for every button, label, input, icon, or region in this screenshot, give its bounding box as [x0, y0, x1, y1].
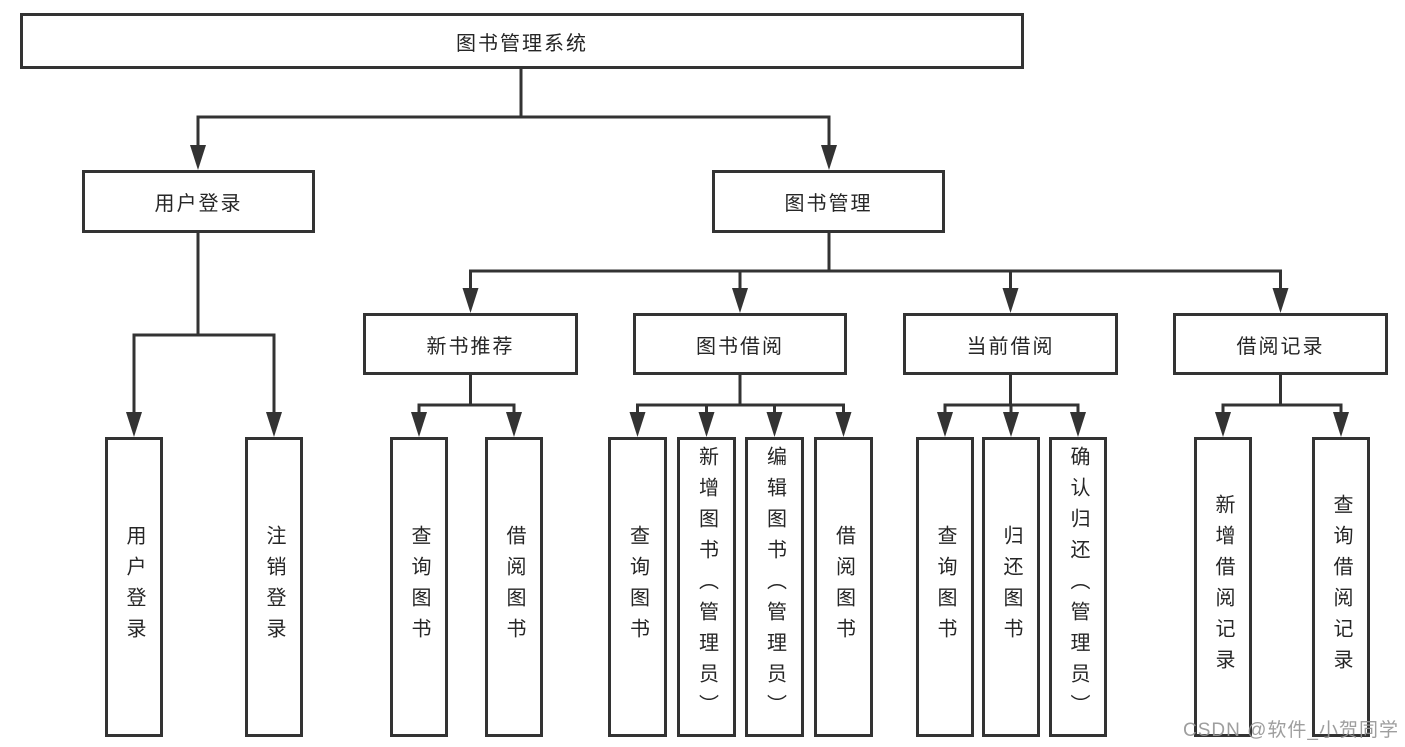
- node-label: 借阅记录: [1236, 335, 1325, 358]
- leaf-label: 新增图书（管理员）: [695, 446, 718, 725]
- leaf-label: 查询图书: [408, 525, 430, 649]
- node-label: 当前借阅: [966, 335, 1055, 358]
- node-library-management-system: 图书管理系统: [20, 13, 1024, 69]
- leaf-label: 注销登录: [263, 525, 285, 649]
- leaf-recommend-query-book: 查询图书: [390, 437, 448, 737]
- leaf-return-book: 归还图书: [982, 437, 1040, 737]
- leaf-label: 查询图书: [626, 525, 649, 649]
- node-label: 图书管理: [784, 193, 873, 215]
- leaf-label: 用户登录: [123, 525, 145, 649]
- leaf-edit-book-admin: 编辑图书（管理员）: [745, 437, 804, 737]
- leaf-logout: 注销登录: [245, 437, 303, 737]
- node-book-borrowing: 图书借阅: [633, 313, 847, 375]
- node-borrowing-records: 借阅记录: [1173, 313, 1388, 375]
- leaf-label: 查询借阅记录: [1330, 494, 1352, 680]
- leaf-current-query-book: 查询图书: [916, 437, 974, 737]
- leaf-query-borrow-record: 查询借阅记录: [1312, 437, 1370, 737]
- csdn-watermark: CSDN @软件_小贺同学: [1183, 720, 1399, 741]
- node-label: 新书推荐: [426, 335, 515, 358]
- node-new-book-recommend: 新书推荐: [363, 313, 578, 375]
- leaf-user-login: 用户登录: [105, 437, 163, 737]
- leaf-add-book-admin: 新增图书（管理员）: [677, 437, 736, 737]
- leaf-label: 确认归还（管理员）: [1067, 446, 1089, 725]
- leaf-label: 新增借阅记录: [1212, 494, 1234, 680]
- node-label: 用户登录: [154, 193, 243, 215]
- leaf-label: 归还图书: [1000, 525, 1022, 649]
- leaf-borrowing-query-book: 查询图书: [608, 437, 667, 737]
- leaf-label: 查询图书: [934, 525, 956, 649]
- node-book-management: 图书管理: [712, 170, 945, 233]
- node-label: 图书管理系统: [456, 32, 588, 55]
- node-user-login: 用户登录: [82, 170, 315, 233]
- leaf-add-borrow-record: 新增借阅记录: [1194, 437, 1252, 737]
- leaf-confirm-return-admin: 确认归还（管理员）: [1049, 437, 1107, 737]
- node-current-borrowing: 当前借阅: [903, 313, 1118, 375]
- arrowheads: [126, 145, 1349, 437]
- leaf-label: 借阅图书: [832, 525, 855, 649]
- leaf-label: 借阅图书: [503, 525, 525, 649]
- leaf-recommend-borrow-book: 借阅图书: [485, 437, 543, 737]
- node-label: 图书借阅: [696, 335, 784, 358]
- leaf-borrowing-borrow-book: 借阅图书: [814, 437, 873, 737]
- leaf-label: 编辑图书（管理员）: [763, 446, 786, 725]
